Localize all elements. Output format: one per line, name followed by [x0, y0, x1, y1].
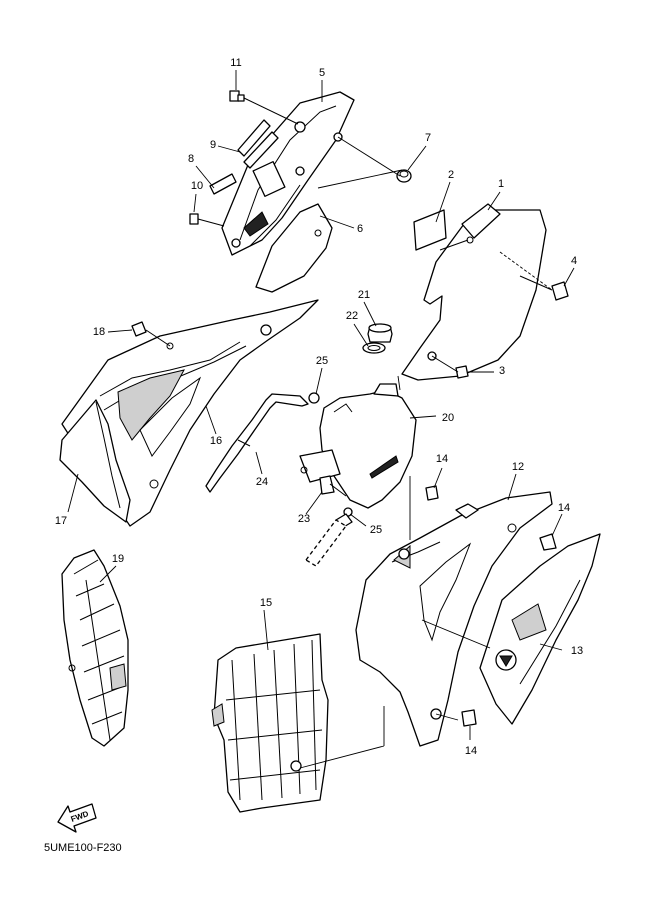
callout-3: 3: [499, 365, 505, 377]
callout-12: 12: [512, 461, 524, 473]
shroud-sticker-part-17: [59, 399, 131, 523]
gasket-part-22: [362, 342, 386, 354]
breather-hose-part-24: [205, 393, 309, 493]
fwd-arrow-icon: FWD: [57, 803, 97, 833]
callout-14-upper: 14: [436, 453, 448, 465]
fuel-tank-part-20: [299, 383, 417, 509]
callout-18: 18: [93, 326, 105, 338]
callout-8: 8: [188, 153, 194, 165]
callout-24: 24: [256, 476, 268, 488]
bolt-part-14-upper: [425, 485, 439, 501]
bolt-part-23: [319, 475, 347, 497]
callout-14-lower: 14: [465, 745, 477, 757]
damper-part-8: [209, 173, 237, 195]
callout-11: 11: [230, 57, 241, 69]
callout-4: 4: [571, 255, 577, 267]
callout-7: 7: [425, 132, 431, 144]
bolt-part-10: [189, 213, 225, 227]
side-cover-part-5: [221, 91, 355, 256]
callout-25-upper: 25: [316, 355, 328, 367]
tank-drain-hose: [305, 519, 347, 567]
side-cover-sheet-part-6: [255, 203, 333, 293]
callout-2: 2: [448, 169, 454, 181]
callout-5: 5: [319, 67, 325, 79]
callout-22: 22: [346, 310, 358, 322]
tank-cap-part-21: [367, 323, 393, 343]
bolt-part-14-lower: [461, 709, 477, 727]
shroud-part-16: [61, 299, 319, 527]
number-plate-part-1: [401, 203, 547, 381]
callout-19: 19: [112, 553, 124, 565]
bolt-part-11: [229, 90, 299, 125]
callout-25-lower: 25: [370, 524, 382, 536]
bolt-part-4: [519, 275, 569, 301]
bolt-part-18: [131, 321, 171, 347]
leader-lines: [67, 70, 575, 769]
hose-clamp-part-25-upper: [308, 392, 320, 404]
callout-9: 9: [210, 139, 216, 151]
callout-13: 13: [571, 645, 583, 657]
callout-labels: 11 5 7 9 8 10 6 2 1 4 3 18 21 22 25 20 1…: [55, 57, 583, 757]
callout-6: 6: [357, 223, 363, 235]
pad-part-2: [413, 209, 447, 251]
bolt-part-3: [431, 355, 469, 379]
callout-16: 16: [210, 435, 222, 447]
callout-23: 23: [298, 513, 310, 525]
bolt-part-14-right: [539, 533, 557, 551]
damper-part-9: [237, 119, 279, 169]
callout-1: 1: [498, 178, 504, 190]
callout-14-right: 14: [558, 502, 570, 514]
radiator-guard-part-15: [211, 633, 329, 813]
diagram-code: 5UME100-F230: [44, 842, 122, 854]
callout-17: 17: [55, 515, 67, 527]
callout-15: 15: [260, 597, 272, 609]
callout-20: 20: [442, 412, 454, 424]
radiator-guard-part-19: [61, 549, 129, 747]
callout-21: 21: [358, 289, 370, 301]
shroud-graphic-part-13: [479, 533, 601, 725]
grommet-part-7: [396, 169, 412, 183]
callout-10: 10: [191, 180, 203, 192]
